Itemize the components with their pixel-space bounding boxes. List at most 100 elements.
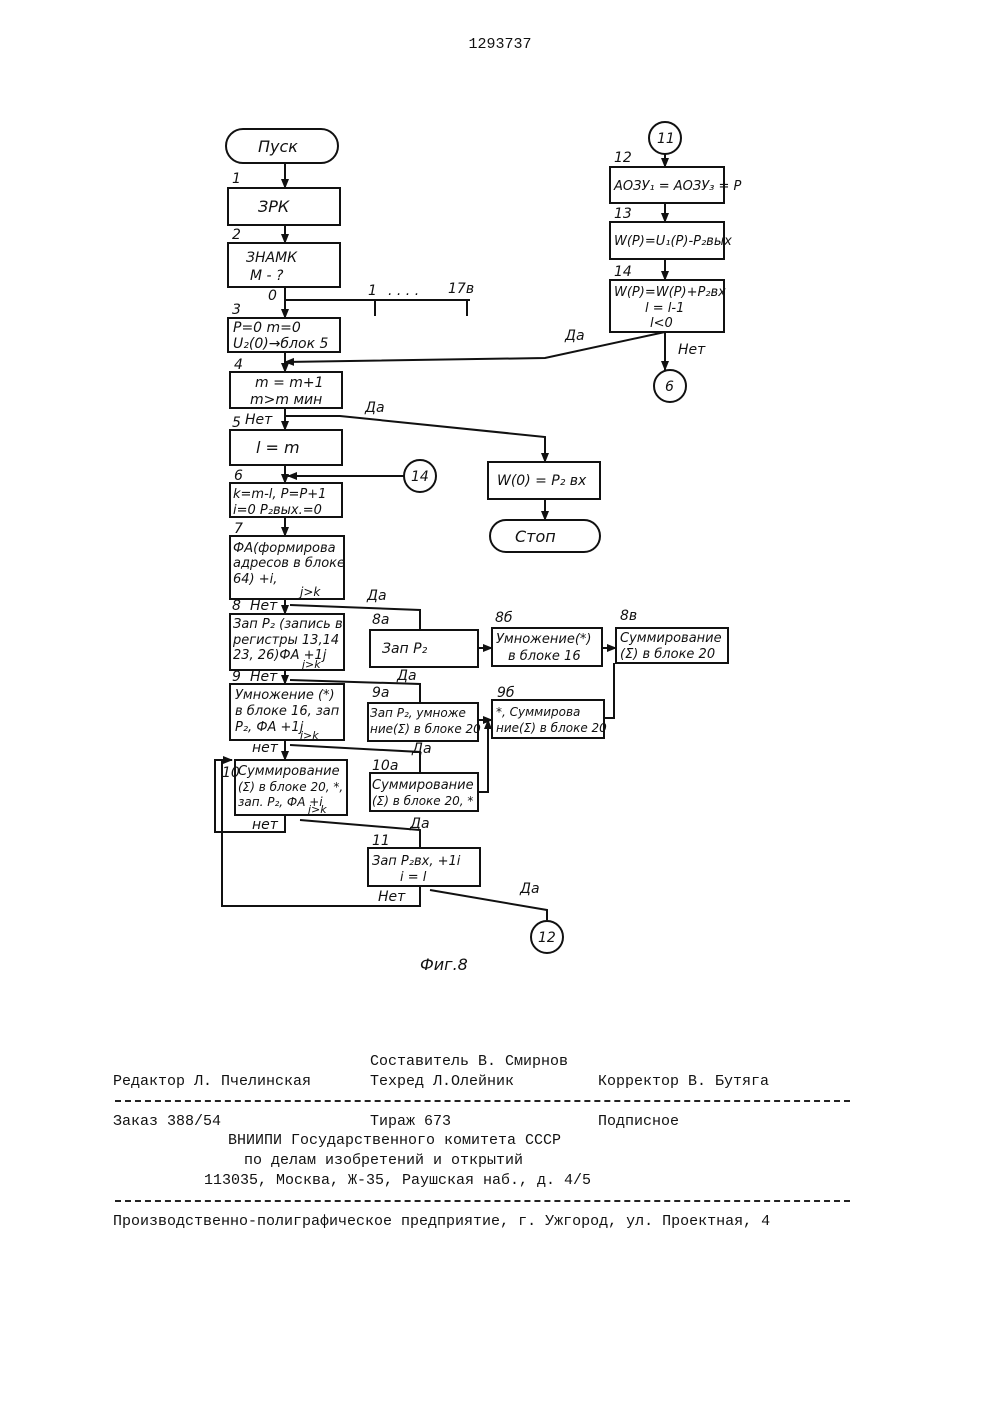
num-9: 9 (232, 669, 241, 685)
block-7-line3: 64) +i, (233, 572, 277, 587)
block-w0-label: W(0) = P₂ вх (497, 473, 587, 489)
yes-label-10: Да (409, 816, 430, 832)
block-8-line4: j>k (300, 658, 321, 671)
block-11-line1: Зап P₂вх, +1i (372, 854, 461, 869)
start-label: Пуск (258, 137, 298, 156)
no-label-14: Нет (678, 342, 706, 358)
techred: Техред Л.Олейник (370, 1073, 514, 1090)
connector-6-label: 6 (665, 379, 674, 395)
no-label-11: Нет (378, 889, 406, 905)
circulation: Тираж 673 (370, 1113, 451, 1130)
compiler: Составитель В. Смирнов (370, 1053, 568, 1070)
num-4: 4 (234, 357, 243, 373)
yes-label-11: Да (519, 881, 540, 897)
block-14-line2: l = l-1 (645, 301, 684, 316)
switch-0: 0 (268, 288, 277, 304)
block-14-line1: W(P)=W(P)+P₂вх (614, 285, 726, 300)
switch-dots: . . . . (388, 283, 419, 299)
block-12-label: АОЗУ₁ = АОЗУ₃ = P (613, 179, 742, 194)
address: 113035, Москва, Ж-35, Раушская наб., д. … (204, 1172, 591, 1189)
block-10-line2: (Σ) в блоке 20, *, (238, 780, 343, 794)
block-9-line2: в блоке 16, зап (235, 704, 340, 719)
block-8v-line1: Суммирование (620, 631, 722, 646)
block-1-label: ЗРК (258, 197, 290, 216)
switch-1: 1 (368, 283, 377, 299)
connector-11-label: 11 (657, 131, 675, 147)
block-9-line3: P₂, ФА +1j (235, 720, 304, 735)
block-9a-line1: Зап P₂, умноже (370, 706, 466, 720)
no-label-4: Нет (245, 412, 273, 428)
block-2-line1: ЗНАМК (246, 250, 298, 266)
block-3-line1: P=0 m=0 (233, 320, 301, 336)
yes-label-4: Да (364, 400, 385, 416)
num-12: 12 (614, 150, 632, 166)
num-2: 2 (232, 227, 241, 243)
block-8-line1: Зап P₂ (запись в (233, 617, 343, 632)
num-11: 11 (372, 833, 390, 849)
flowchart: Пуск ЗРК ЗНАМК M - ? P=0 m=0 U₂(0)→блок … (0, 0, 1000, 1000)
block-6-line2: i=0 P₂вых.=0 (233, 503, 322, 518)
num-6: 6 (234, 468, 243, 484)
block-8a-label: Зап P₂ (382, 641, 428, 657)
num-8v: 8в (620, 608, 637, 624)
no-label-10: нет (252, 817, 279, 833)
no-label-9: нет (252, 740, 279, 756)
block-8b-line1: Умножение(*) (496, 632, 591, 647)
connector-12-label: 12 (538, 930, 556, 946)
block-3-line2: U₂(0)→блок 5 (233, 336, 328, 352)
order: Заказ 388/54 (113, 1113, 221, 1130)
block-9b-line1: *, Суммирова (496, 705, 580, 719)
printer: Производственно-полиграфическое предприя… (113, 1213, 770, 1230)
num-3: 3 (232, 302, 241, 318)
figure-caption: Фиг.8 (420, 955, 468, 974)
num-14: 14 (614, 264, 632, 280)
block-6-line1: k=m-l, P=P+1 (233, 487, 326, 502)
num-1: 1 (232, 171, 241, 187)
block-11-line2: i = l (400, 870, 427, 885)
block-5-label: l = m (256, 438, 300, 457)
block-7-line2: адресов в блоке (233, 556, 345, 571)
num-8: 8 (232, 598, 241, 614)
no-label-7: Нет (250, 598, 278, 614)
no-label-8: Нет (250, 669, 278, 685)
num-8a: 8а (372, 612, 390, 628)
block-14-line3: l<0 (650, 316, 673, 331)
num-9a: 9а (372, 685, 390, 701)
switch-17v: 17в (448, 281, 474, 297)
block-9a-line2: ние(Σ) в блоке 20 (370, 722, 481, 736)
block-13-label: W(P)=U₁(P)-P₂вых (614, 234, 732, 249)
corrector: Корректор В. Бутяга (598, 1073, 769, 1090)
num-5: 5 (232, 415, 241, 431)
block-10a-line1: Суммирование (372, 778, 474, 793)
divider-2 (115, 1200, 850, 1202)
num-10a: 10а (372, 758, 398, 774)
yes-label-9: Да (411, 741, 432, 757)
editor: Редактор Л. Пчелинская (113, 1073, 311, 1090)
block-8v-line2: (Σ) в блоке 20 (620, 647, 715, 662)
block-10a-line2: (Σ) в блоке 20, * (372, 794, 473, 808)
block-10-line4: j>k (306, 803, 327, 816)
num-13: 13 (614, 206, 632, 222)
block-7-line4: j>k (298, 585, 321, 599)
num-8b: 8б (495, 610, 513, 626)
yes-label-7: Да (366, 588, 387, 604)
num-10: 10 (222, 765, 240, 781)
block-8-line2: регистры 13,14 (232, 633, 339, 648)
yes-label-14: Да (564, 328, 585, 344)
num-7: 7 (234, 521, 243, 537)
block-10-line1: Суммирование (238, 764, 340, 779)
num-9b: 9б (497, 685, 515, 701)
connector-14-label: 14 (411, 469, 429, 485)
block-4-line1: m = m+1 (255, 375, 324, 391)
yes-label-8: Да (396, 668, 417, 684)
block-9b-line2: ние(Σ) в блоке 20 (496, 721, 607, 735)
org-line-1: ВНИИПИ Государственного комитета СССР (228, 1132, 561, 1149)
divider-1 (115, 1100, 850, 1102)
stop-label: Стоп (515, 527, 556, 546)
block-9-line4: j>k (298, 729, 319, 742)
block-9-line1: Умножение (*) (235, 688, 335, 703)
org-line-2: по делам изобретений и открытий (244, 1152, 523, 1169)
block-8b-line2: в блоке 16 (508, 649, 581, 664)
block-4-line2: m>m мин (250, 392, 322, 408)
block-7-line1: ФА(формирова (233, 541, 336, 556)
